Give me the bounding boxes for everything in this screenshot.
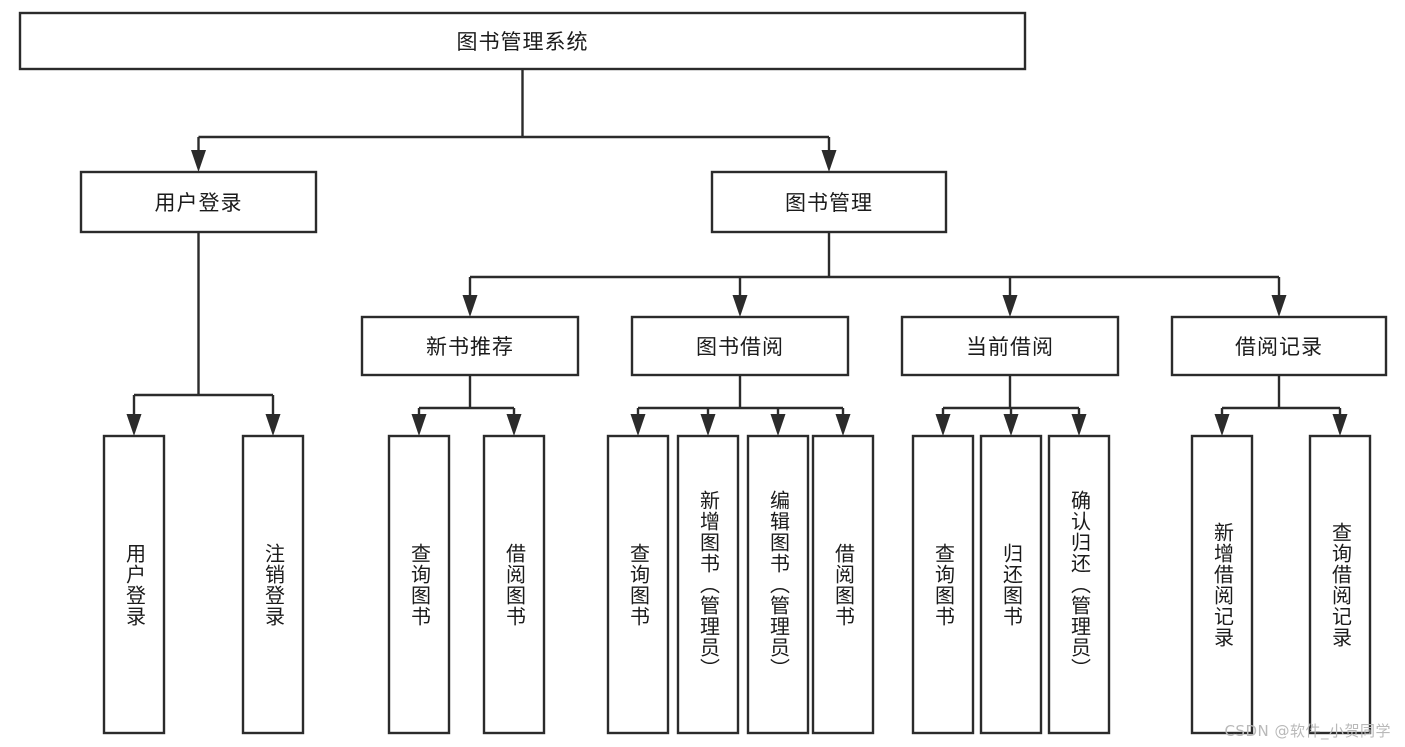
arrow-head-icon bbox=[1332, 414, 1348, 436]
node-box-leaf-return-book[interactable] bbox=[979, 434, 1043, 735]
arrow-head-icon bbox=[191, 150, 206, 172]
arrow-head-icon bbox=[935, 414, 951, 436]
node-box-book-borrow[interactable] bbox=[630, 315, 850, 377]
arrow-head-icon bbox=[462, 295, 478, 317]
arrow-head-icon bbox=[700, 414, 716, 436]
arrow-head-icon bbox=[506, 414, 522, 436]
node-box-leaf-user-login[interactable] bbox=[102, 434, 166, 735]
node-box-leaf-borrow-book-1[interactable] bbox=[482, 434, 546, 735]
arrow-head-icon bbox=[732, 295, 748, 317]
node-box-leaf-edit-book[interactable] bbox=[746, 434, 810, 735]
arrow-head-icon bbox=[835, 414, 851, 436]
node-box-root[interactable] bbox=[18, 11, 1027, 71]
arrow-head-icon bbox=[1071, 414, 1087, 436]
arrow-head-icon bbox=[265, 414, 281, 436]
node-box-leaf-logout[interactable] bbox=[241, 434, 305, 735]
node-box-leaf-borrow-book-2[interactable] bbox=[811, 434, 875, 735]
node-layer bbox=[18, 11, 1388, 735]
arrow-head-icon bbox=[770, 414, 786, 436]
arrow-head-icon bbox=[1214, 414, 1230, 436]
node-box-leaf-add-book[interactable] bbox=[676, 434, 740, 735]
node-box-leaf-confirm-return[interactable] bbox=[1047, 434, 1111, 735]
node-box-user-login[interactable] bbox=[79, 170, 318, 234]
arrow-head-icon bbox=[821, 150, 837, 172]
node-box-current-borrow[interactable] bbox=[900, 315, 1120, 377]
arrow-head-icon bbox=[630, 414, 646, 436]
node-box-borrow-record[interactable] bbox=[1170, 315, 1388, 377]
node-box-leaf-query-book-3[interactable] bbox=[911, 434, 975, 735]
arrow-head-icon bbox=[411, 414, 427, 436]
arrow-head-icon bbox=[1003, 414, 1019, 436]
arrow-head-icon bbox=[126, 414, 142, 436]
arrow-head-icon bbox=[1002, 295, 1018, 317]
node-box-leaf-add-record[interactable] bbox=[1190, 434, 1254, 735]
node-box-leaf-query-record[interactable] bbox=[1308, 434, 1372, 735]
node-box-leaf-query-book-1[interactable] bbox=[387, 434, 451, 735]
connector-layer bbox=[126, 69, 1348, 436]
arrow-head-icon bbox=[1271, 295, 1287, 317]
node-box-leaf-query-book-2[interactable] bbox=[606, 434, 670, 735]
node-box-new-book-rec[interactable] bbox=[360, 315, 580, 377]
watermark: CSDN @软件_小贺同学 bbox=[1224, 722, 1391, 740]
node-box-book-manage[interactable] bbox=[710, 170, 948, 234]
